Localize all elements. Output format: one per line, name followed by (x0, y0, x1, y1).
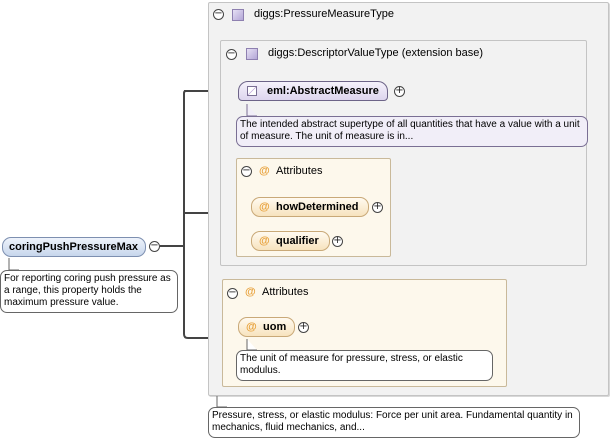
attribute-label: howDetermined (276, 201, 359, 213)
doc-pointer (8, 258, 19, 271)
attribute-at-icon: @ (259, 201, 270, 213)
doc-pointer (246, 104, 257, 117)
abstract-element-icon (247, 86, 257, 96)
attribute-at-icon: @ (259, 165, 270, 177)
extension-base-name: diggs:DescriptorValueType (extension bas… (268, 47, 484, 59)
type-name: diggs:PressureMeasureType (254, 8, 395, 20)
doc-pointer (216, 396, 227, 408)
attribute-qualifier[interactable]: @ qualifier (251, 231, 330, 251)
expand-icon[interactable]: + (298, 321, 309, 333)
attribute-label: qualifier (276, 235, 319, 247)
collapse-icon[interactable]: − (226, 48, 237, 60)
expand-icon[interactable]: + (332, 235, 343, 247)
base-attributes-label: Attributes (276, 165, 323, 177)
collapse-icon[interactable]: − (227, 287, 238, 299)
attribute-at-icon: @ (245, 286, 256, 298)
attribute-at-icon: @ (259, 235, 270, 247)
attribute-at-icon: @ (246, 321, 257, 333)
uom-doc-text: The unit of measure for pressure, stress… (240, 353, 463, 376)
type-documentation: Pressure, stress, or elastic modulus: Fo… (208, 407, 580, 438)
abstract-measure-label: eml:AbstractMeasure (267, 85, 379, 97)
complex-type-icon (232, 9, 244, 21)
doc-pointer (246, 339, 257, 351)
expand-icon[interactable]: + (372, 201, 383, 213)
attribute-label: uom (263, 321, 287, 333)
root-element-coring-push-pressure-max[interactable]: coringPushPressureMax (2, 237, 146, 257)
root-element-documentation: For reporting coring push pressure as a … (0, 270, 178, 313)
type-doc-text: Pressure, stress, or elastic modulus: Fo… (212, 410, 573, 433)
root-doc-text: For reporting coring push pressure as a … (4, 273, 171, 308)
uom-documentation: The unit of measure for pressure, stress… (236, 350, 493, 381)
attribute-how-determined[interactable]: @ howDetermined (251, 197, 369, 217)
complex-type-icon (246, 48, 258, 60)
abstract-measure-doc-text: The intended abstract supertype of all q… (240, 119, 580, 142)
root-element-label: coringPushPressureMax (9, 241, 138, 253)
attribute-uom[interactable]: @ uom (238, 317, 295, 337)
type-attributes-label: Attributes (262, 286, 309, 298)
collapse-icon[interactable]: − (149, 240, 160, 252)
collapse-icon[interactable]: − (241, 165, 252, 177)
abstract-measure-element[interactable]: eml:AbstractMeasure (238, 81, 388, 101)
expand-icon[interactable]: + (394, 85, 405, 97)
collapse-icon[interactable]: − (213, 8, 224, 20)
abstract-measure-documentation: The intended abstract supertype of all q… (236, 116, 588, 147)
